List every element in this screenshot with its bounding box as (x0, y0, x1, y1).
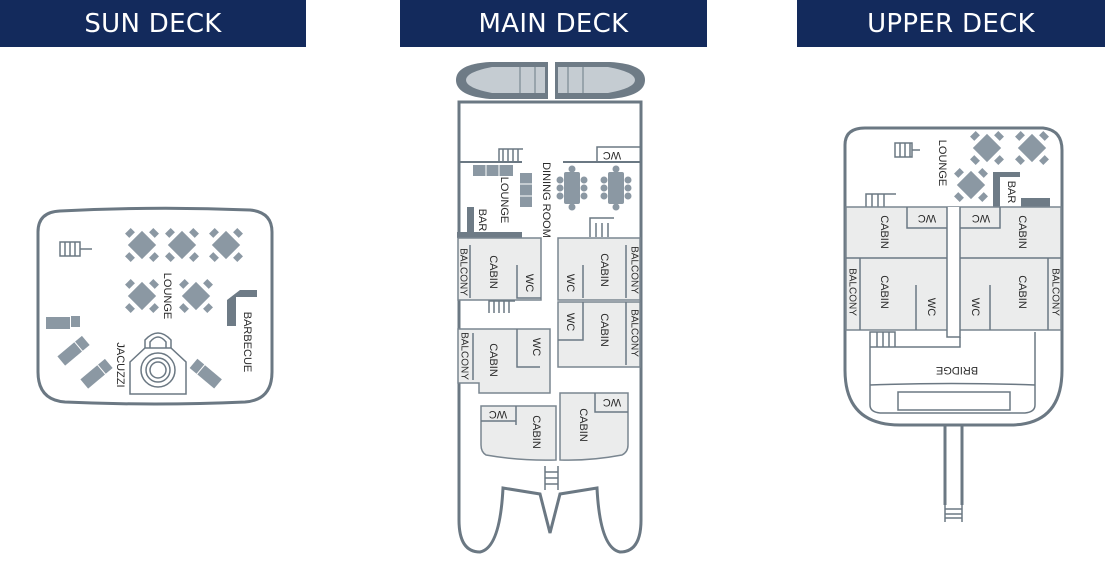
lounge-label: LOUNGE (161, 273, 173, 319)
table-icon (179, 279, 213, 313)
sun-lounger-icon (46, 316, 80, 329)
upper-deck-plan: LOUNGE BAR CABIN WC WC CABIN BALCONY CAB… (843, 126, 1064, 522)
balcony-label: BALCONY (846, 268, 857, 316)
main-deck-plan: WC LOUNGE DINING ROOM BAR BALCONY CABIN … (456, 62, 645, 554)
balcony-label: BALCONY (628, 309, 639, 357)
wc-label: WC (972, 212, 990, 224)
bridge-room (869, 332, 1036, 414)
wc-label: WC (523, 274, 535, 292)
cabin-label: CABIN (598, 253, 610, 287)
sun-deck-header: SUN DECK (0, 0, 306, 47)
bridge-console (897, 391, 1011, 411)
table-icon (125, 279, 159, 313)
table-icon (1015, 131, 1049, 165)
cabin-room (559, 392, 629, 461)
stairs-icon (488, 300, 515, 313)
wc-label: WC (925, 298, 937, 316)
pontoon-left (456, 62, 548, 99)
sofa-icon (473, 165, 532, 207)
wc-label: WC (530, 338, 542, 356)
bar-label: BAR (1005, 181, 1017, 204)
lounge-label: LOUNGE (498, 177, 510, 223)
cabin-label: CABIN (878, 275, 890, 309)
stairs-icon (59, 241, 92, 257)
stairs-icon (869, 331, 896, 347)
bar-label: BAR (476, 209, 488, 232)
cabin-room (457, 328, 551, 394)
wc-label: WC (969, 298, 981, 316)
wc-label: WC (564, 313, 576, 331)
pontoon-right (555, 62, 645, 99)
bar-counter-icon (993, 172, 1050, 207)
cabin-label: CABIN (577, 408, 589, 442)
stairs-icon (589, 217, 614, 237)
table-icon (125, 228, 159, 262)
stairs-icon (894, 142, 920, 158)
sun-lounger-icon (57, 335, 90, 366)
sun-lounger-icon (80, 358, 113, 389)
upper-deck-header: UPPER DECK (797, 0, 1105, 47)
main-deck-header: MAIN DECK (400, 0, 707, 47)
jacuzzi-icon (129, 332, 187, 395)
lounge-label: LOUNGE (936, 140, 948, 186)
table-icon (954, 168, 988, 202)
bar-counter-icon (457, 207, 522, 238)
table-icon (209, 228, 243, 262)
cabin-label: CABIN (598, 313, 610, 347)
stairs-icon (498, 148, 523, 162)
cabin-label: CABIN (1016, 215, 1028, 249)
stairs-icon (544, 466, 559, 490)
ladder-icon (944, 505, 963, 522)
bridge-label: BRIDGE (936, 364, 978, 376)
cabin-label: CABIN (530, 415, 542, 449)
table-icon (970, 131, 1004, 165)
wc-label: WC (603, 149, 621, 161)
balcony-label: BALCONY (458, 332, 469, 380)
table-icon (165, 228, 199, 262)
jacuzzi-label: JACUZZI (114, 342, 126, 387)
barbecue-label: BARBECUE (241, 312, 253, 373)
balcony-label: BALCONY (1049, 268, 1060, 316)
sun-deck-plan: LOUNGE BARBECUE JACUZZI (36, 206, 274, 406)
cabin-room (480, 405, 557, 461)
stairs-icon (865, 193, 896, 207)
cabin-label: CABIN (1016, 275, 1028, 309)
cabin-label: CABIN (878, 215, 890, 249)
sun-lounger-icon (189, 358, 222, 389)
wc-label: WC (603, 396, 621, 408)
cabin-label: CABIN (487, 255, 499, 289)
balcony-label: BALCONY (628, 246, 639, 294)
cabin-label: CABIN (487, 343, 499, 377)
cabin-room (457, 237, 542, 301)
wc-label: WC (918, 212, 936, 224)
barbecue-icon (227, 290, 257, 326)
wc-label: WC (564, 274, 576, 292)
balcony-label: BALCONY (457, 248, 468, 296)
dining-room-label: DINING ROOM (540, 162, 552, 238)
wc-label: WC (489, 408, 507, 420)
